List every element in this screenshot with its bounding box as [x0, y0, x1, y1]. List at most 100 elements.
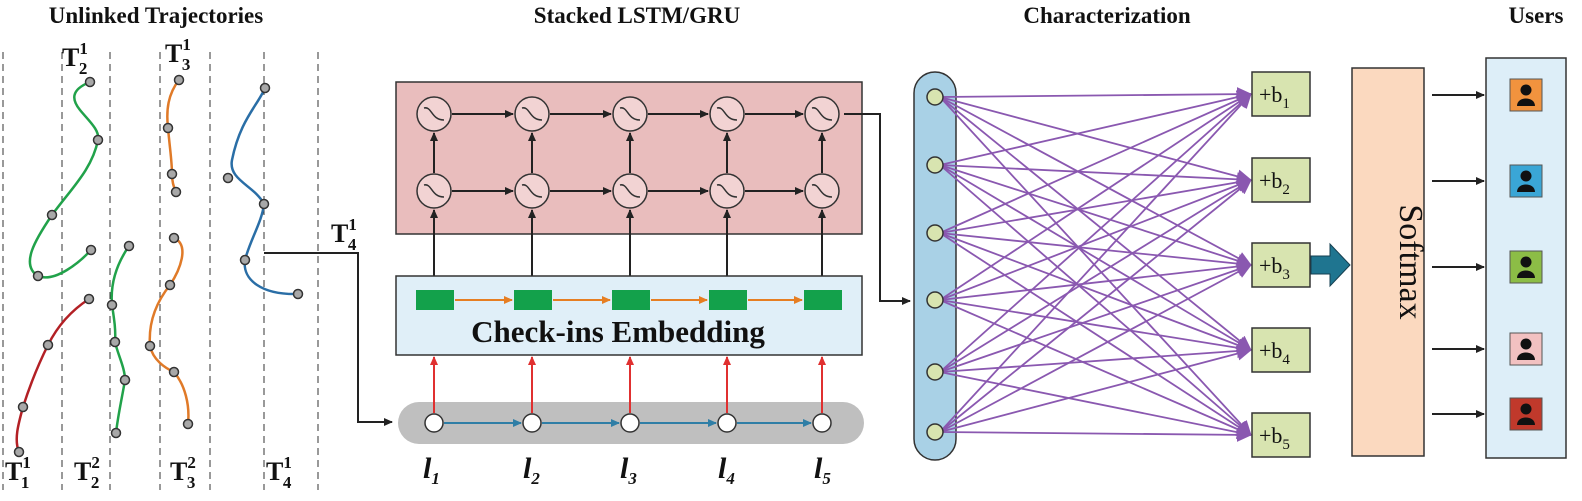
trajectory-dividers — [2, 52, 319, 490]
embedding-cell-1 — [416, 290, 454, 310]
characterization-node-3 — [926, 224, 944, 242]
connection-edge — [939, 93, 1252, 433]
bias-boxes: +b1 +b2 +b3 +b4 +b5 — [1251, 71, 1311, 458]
embedding-cell-3 — [612, 290, 650, 310]
lstm-to-characterization-arrow — [844, 113, 911, 305]
connection-edge — [939, 178, 1252, 301]
bias-box-5 — [1251, 412, 1311, 458]
embedding-box — [395, 275, 863, 356]
title-stacked-lstm-gru: Stacked LSTM/GRU — [534, 3, 741, 28]
trajectory-to-sequence-arrow — [264, 252, 393, 426]
location-node-3 — [620, 413, 640, 433]
lstm-cell-r2-c3 — [612, 173, 648, 209]
connection-edge — [939, 344, 1252, 373]
connection-edge — [939, 259, 1252, 301]
connection-edge — [939, 179, 1252, 433]
bias-box-3 — [1251, 242, 1311, 288]
connection-edge — [939, 232, 1252, 352]
bias-label-5: +b5 — [1259, 423, 1290, 453]
characterization-node-6 — [926, 423, 944, 441]
connection-edge — [939, 175, 1252, 234]
lstm-layer — [416, 96, 840, 276]
embedding-label: Check-ins Embedding — [471, 314, 765, 349]
embedding-cell-2 — [514, 290, 552, 310]
connection-edge — [939, 93, 1252, 301]
location-node-1 — [424, 413, 444, 433]
connection-edge — [939, 164, 1252, 268]
connection-edge — [939, 93, 1252, 373]
user-icon-2 — [1509, 164, 1543, 198]
connection-edge — [939, 96, 1252, 184]
connection-edge — [939, 262, 1252, 373]
location-node-5 — [812, 413, 832, 433]
location-label-1: l1 — [423, 452, 440, 488]
lstm-cell-r2-c5 — [804, 173, 840, 209]
trajectory-red — [15, 297, 90, 453]
connection-edge — [939, 232, 1252, 271]
connection-edge — [939, 96, 1252, 351]
lstm-cell-r1-c4 — [709, 96, 745, 132]
connection-edge — [939, 427, 1252, 442]
lstm-cell-r1-c2 — [514, 96, 550, 132]
bias-label-1: +b1 — [1259, 82, 1290, 112]
sequence-layer — [424, 356, 832, 433]
connection-edge — [939, 96, 1252, 266]
characterization-node-5 — [926, 363, 944, 381]
connection-edge — [939, 371, 1252, 440]
bias-label-4: +b4 — [1259, 338, 1290, 368]
connection-edge — [939, 299, 1252, 436]
trajectory-paths — [15, 79, 299, 453]
connection-edge — [939, 179, 1252, 373]
bias-box-2 — [1251, 157, 1311, 203]
connection-edge — [939, 96, 1252, 436]
title-unlinked-trajectories: Unlinked Trajectories — [49, 3, 263, 28]
lstm-cell-r1-c5 — [804, 96, 840, 132]
connection-edge — [939, 164, 1252, 187]
characterization-node-2 — [926, 156, 944, 174]
characterization-node-4 — [926, 291, 944, 309]
lstm-cell-r2-c2 — [514, 173, 550, 209]
location-label-4: l4 — [718, 452, 735, 488]
embedding-cell-5 — [804, 290, 842, 310]
user-icon-1 — [1509, 78, 1543, 112]
trajectory-orange-top — [166, 79, 180, 193]
location-node-2 — [522, 413, 542, 433]
bias-to-softmax-arrow — [1310, 242, 1351, 288]
embedding-cell-4 — [709, 290, 747, 310]
users-layer — [1509, 78, 1543, 431]
connection-edge — [939, 346, 1252, 433]
softmax-box — [1351, 67, 1425, 457]
softmax-to-users-arrows — [1432, 91, 1485, 418]
softmax-label: Softmax — [1392, 204, 1429, 319]
location-label-2: l2 — [523, 452, 540, 488]
trajectory-green-top — [28, 80, 100, 279]
location-label-5: l5 — [814, 452, 831, 488]
bias-label-3: +b3 — [1259, 253, 1290, 283]
lstm-cell-r2-c1 — [416, 173, 452, 209]
characterization-column — [913, 71, 957, 461]
lstm-cell-r1-c1 — [416, 96, 452, 132]
title-users: Users — [1509, 3, 1564, 28]
connection-edge — [939, 87, 1252, 102]
trajectory-orange-bottom — [148, 236, 190, 425]
location-node-4 — [717, 413, 737, 433]
connection-edge — [939, 299, 1252, 355]
connection-edge — [939, 164, 1252, 351]
characterization-nodes — [926, 88, 944, 441]
full-connections — [939, 87, 1252, 442]
user-icon-5 — [1509, 397, 1543, 431]
connection-edge — [939, 264, 1252, 433]
connection-edge — [939, 93, 1252, 234]
connection-edge — [939, 90, 1252, 166]
trajectory-points — [13, 74, 304, 458]
bias-box-1 — [1251, 71, 1311, 117]
characterization-node-1 — [926, 88, 944, 106]
